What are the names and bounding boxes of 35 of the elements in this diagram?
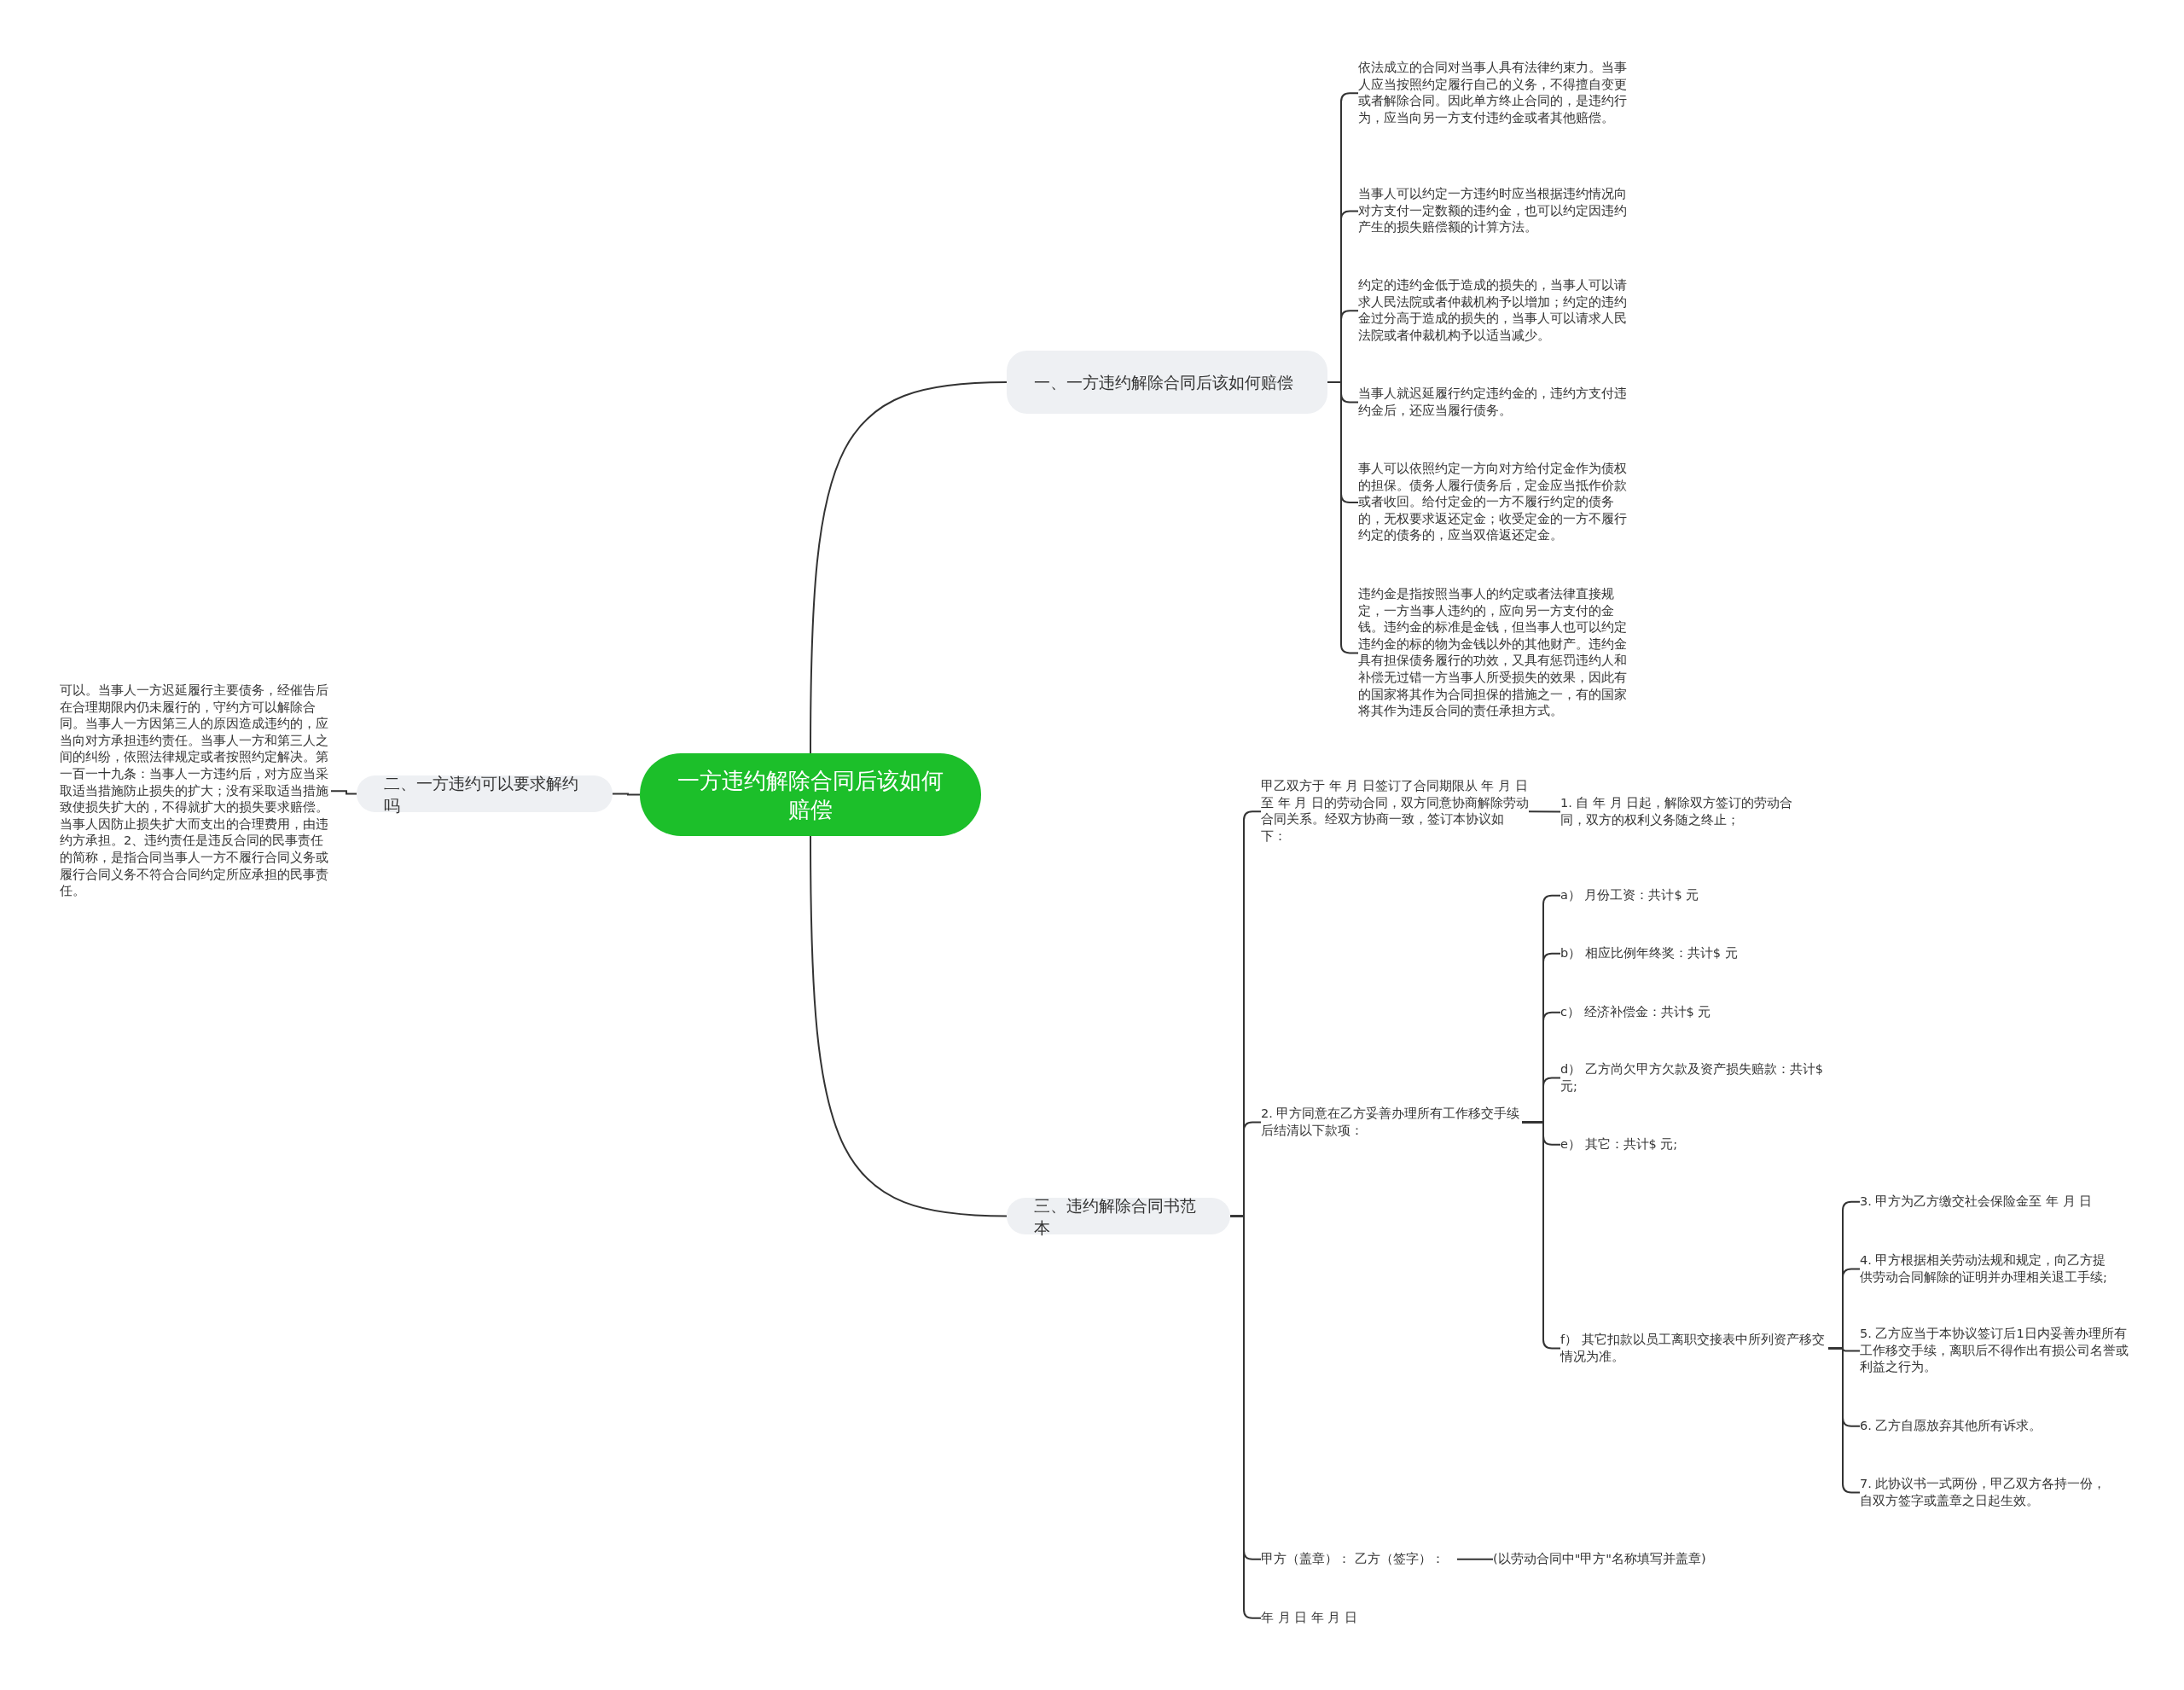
connector-line [1327, 381, 1359, 654]
connector-line [810, 381, 1008, 754]
note-text: 年 月 日 年 月 日 [1261, 1610, 1432, 1627]
note-text: (以劳动合同中"甲方"名称填写并盖章) [1493, 1551, 1749, 1568]
note-text: 5. 乙方应当于本协议签订后1日内妥善办理所有工作移交手续，离职后不得作出有损公司名誉或利益之行为。 [1860, 1326, 2131, 1376]
note-text: 违约金是指按照当事人的约定或者法律直接规定，一方当事人违约的，应向另一方支付的金钱。违约金的标准是金钱，但当事人也可以约定违约金的标的物为金钱以外的其他财产。违约金具有担保债务履行的功效，又具有惩罚违约人和补偿无过错一方当事人所受损失的效果，因此有的国家将其作为合同担保的措施之一，有的国家将其作为违反合同的责任承担方式。 [1358, 586, 1631, 720]
note-text: d） 乙方尚欠甲方欠款及资产损失赔款：共计$ 元; [1560, 1061, 1825, 1095]
note-text: 依法成立的合同对当事人具有法律约束力。当事人应当按照约定履行自己的义务，不得擅自变更或者解除合同。因此单方终止合同的，是违约行为，应当向另一方支付违约金或者其他赔偿。 [1358, 60, 1631, 127]
note-text: f） 其它扣款以员工离职交接表中所列资产移交情况为准。 [1560, 1332, 1828, 1366]
note-text: 甲方（盖章）： 乙方（签字）： [1261, 1551, 1457, 1568]
connector-line [330, 790, 357, 795]
note-text: 约定的违约金低于造成的损失的，当事人可以请求人民法院或者仲裁机构予以增加；约定的违约金过分高于造成的损失的，当事人可以请求人民法院或者仲裁机构予以适当减少。 [1358, 277, 1631, 345]
note-text: a） 月份工资：共计$ 元 [1560, 887, 1816, 904]
topic-box: 二、一方违约可以要求解约吗 [357, 775, 613, 812]
note-text: 3. 甲方为乙方缴交社会保险金至 年 月 日 [1860, 1193, 2116, 1211]
connector-line [612, 793, 641, 796]
topic-box: 一、一方违约解除合同后该如何赔偿 [1007, 351, 1327, 414]
note-text: 甲乙双方于 年 月 日签订了合同期限从 年 月 日至 年 月 日的劳动合同，双方同意协商解除劳动合同关系。经双方协商一致，签订本协议如下： [1261, 778, 1529, 845]
note-text: b） 相应比例年终奖：共计$ 元 [1560, 945, 1816, 962]
note-text: 7. 此协议书一式两份，甲乙双方各持一份，自双方签字或盖章之日起生效。 [1860, 1476, 2116, 1510]
note-text: 可以。当事人一方迟延履行主要债务，经催告后在合理期限内仍未履行的，守约方可以解除合同。当事人一方因第三人的原因造成违约的，应当向对方承担违约责任。当事人一方和第三人之间的纠纷，依照法律规定或者按照约定解决。第一百一十九条：当事人一方违约后，对方应当采取适当措施防止损失的扩大；没有采取适当措施致使损失扩大的，不得就扩大的损失要求赔偿。当事人因防止损失扩大而支出的合理费用，由违约方承担。2、违约责任是违反合同的民事责任的简称，是指合同当事人一方不履行合同义务或履行合同义务不符合合同约定所应承担的民事责任。 [60, 682, 331, 900]
note-text: 4. 甲方根据相关劳动法规和规定，向乙方提供劳动合同解除的证明并办理相关退工手续; [1860, 1252, 2116, 1286]
note-text: 2. 甲方同意在乙方妥善办理所有工作移交手续后结清以下款项： [1261, 1106, 1522, 1140]
note-text: e） 其它：共计$ 元; [1560, 1136, 1816, 1153]
note-text: 1. 自 年 月 日起，解除双方签订的劳动合同，双方的权利义务随之终止； [1560, 795, 1816, 829]
connector-line [1456, 1558, 1494, 1560]
note-text: 事人可以依照约定一方向对方给付定金作为债权的担保。债务人履行债务后，定金应当抵作价款或者收回。给付定金的一方不履行约定的债务的，无权要求返还定金；收受定金的一方不履行约定的债务的，应当双倍返还定金。 [1358, 461, 1631, 544]
topic-box: 三、违约解除合同书范本 [1007, 1198, 1230, 1234]
central-topic: 一方违约解除合同后该如何赔偿 [640, 753, 981, 836]
note-text: c） 经济补偿金：共计$ 元 [1560, 1004, 1816, 1021]
connector-line [1528, 810, 1561, 813]
connector-line [810, 835, 1008, 1217]
note-text: 当事人就迟延履行约定违约金的，违约方支付违约金后，还应当履行债务。 [1358, 386, 1631, 420]
note-text: 当事人可以约定一方违约时应当根据违约情况向对方支付一定数额的违约金，也可以约定因违约产生的损失赔偿额的计算方法。 [1358, 186, 1631, 236]
note-text: 6. 乙方自愿放弃其他所有诉求。 [1860, 1418, 2116, 1435]
